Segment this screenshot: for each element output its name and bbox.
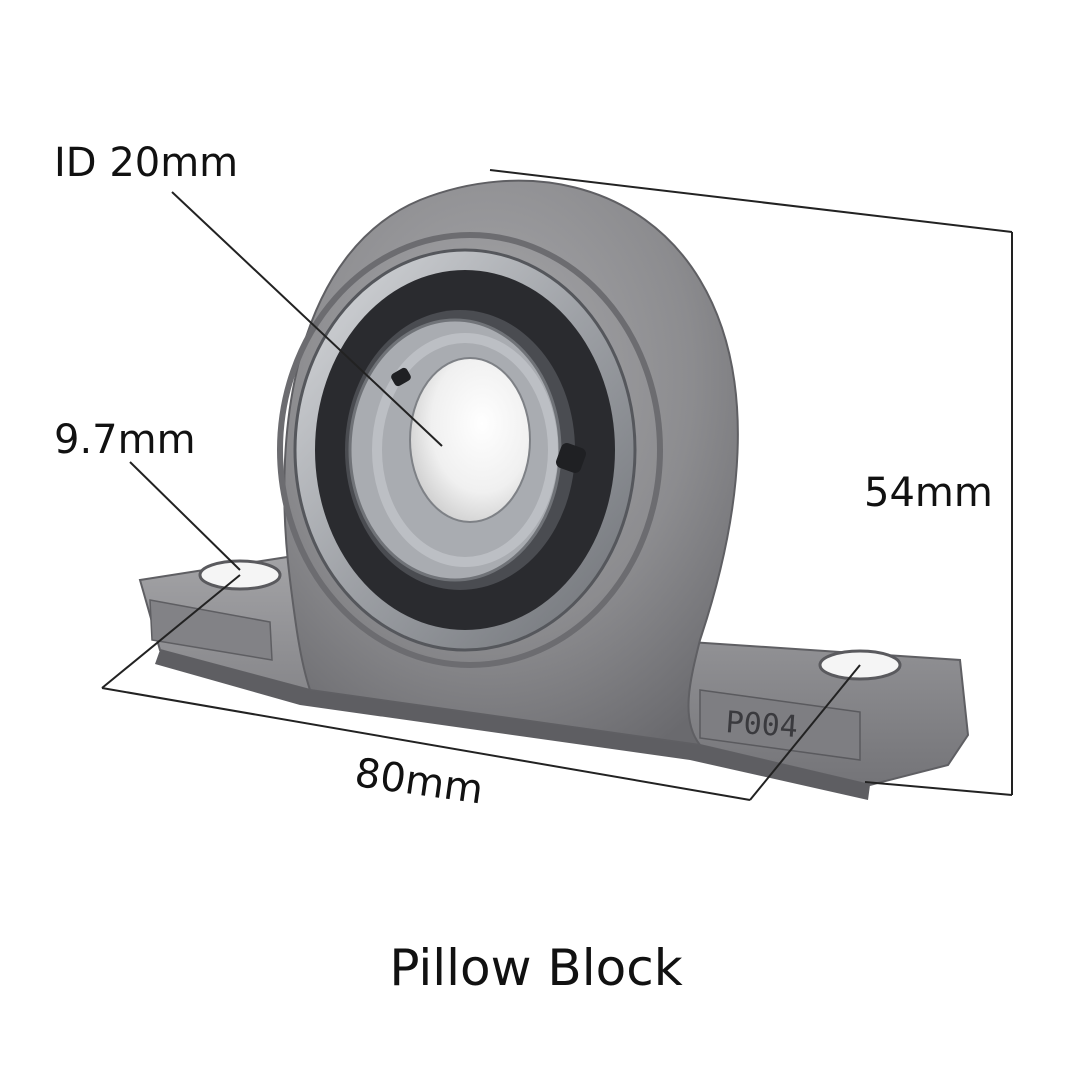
dimension-length [101,687,751,801]
label-inner-diameter: ID 20mm [54,140,239,186]
dimension-height-bottom [864,781,1013,796]
label-mount-hole: 9.7mm [54,417,196,463]
label-height: 54mm [864,470,993,516]
bearing-insert [293,248,637,652]
set-screw [556,443,586,473]
dimension-height-top [489,169,1013,233]
leader-mount-hole [129,461,241,571]
base-marking: P004 [724,705,799,745]
leader-mount-hole-extension [101,574,241,689]
leader-right-hole-extension [749,664,861,801]
dimension-lines [101,169,1013,801]
leader-inner-diameter [171,191,443,447]
caption: Pillow Block [389,939,683,997]
bore [409,357,531,523]
